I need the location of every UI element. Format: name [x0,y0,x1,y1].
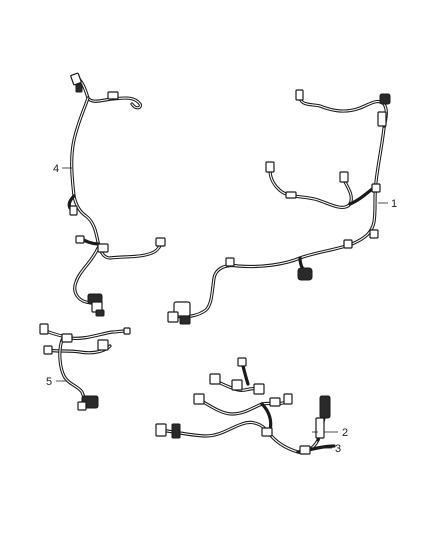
callout-5: 5 [46,376,66,388]
callout-label-4: 4 [53,163,59,175]
callout-label-2: 2 [342,427,348,439]
callout-4: 4 [53,163,72,175]
callout-3: 3 [318,443,341,455]
harness-2-3 [155,357,336,455]
harness-1 [167,89,391,325]
harness-5 [39,323,131,411]
harness-4 [67,72,166,317]
callout-1: 1 [378,198,397,210]
callout-label-5: 5 [46,376,52,388]
callout-label-3: 3 [335,443,341,455]
callout-2: 2 [312,427,348,439]
callout-label-1: 1 [391,198,397,210]
